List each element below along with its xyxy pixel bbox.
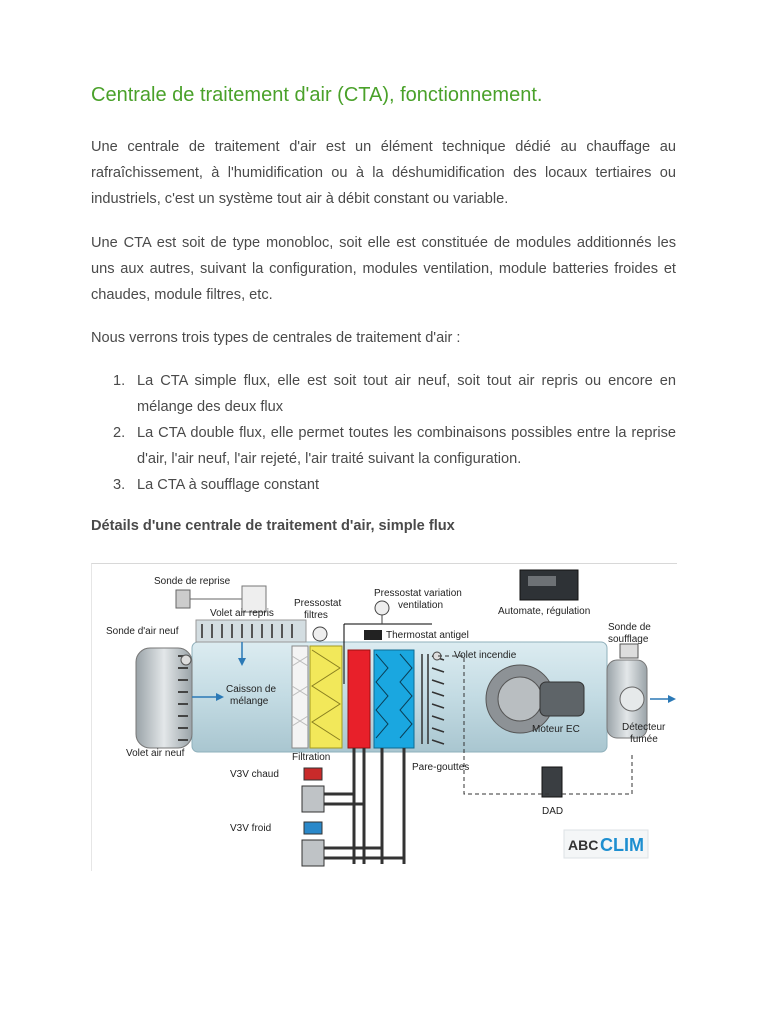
v3v-cold-valve-icon [303,821,323,835]
dad-box-icon [541,766,563,798]
mist-eliminator [421,654,429,744]
label-thermostat-antigel: Thermostat antigel [386,630,469,641]
label-sonde-soufflage-1: Sonde de [608,622,651,633]
label-detecteur-1: Détecteur [622,722,666,733]
label-moteur: Moteur EC [532,724,580,735]
section-heading: Détails d'une centrale de traitement d'a… [91,518,455,534]
list-number: 1. [113,373,126,389]
label-volet-air-neuf: Volet air neuf [126,748,185,759]
label-caisson-1: Caisson de [226,684,276,695]
label-pare-gouttes: Pare-gouttes [412,762,469,773]
list-number: 2. [113,425,126,441]
pressostat-ventilation-icon [374,600,390,616]
label-detecteur-2: fumée [630,734,658,745]
logo-abc-text: ABC [568,837,598,853]
label-v3v-froid: V3V froid [230,823,271,834]
label-pressostat-variation-1: Pressostat variation [374,588,462,599]
return-sensor-icon [175,589,191,609]
label-volet-incendie: Volet incendie [454,650,517,661]
label-sonde-soufflage-2: soufflage [608,634,649,645]
hot-coil [347,649,371,749]
cold-coil [373,649,415,749]
modules-paragraph: Une CTA est soit de type monobloc, soit … [91,235,676,303]
antifreeze-thermostat-icon [364,630,382,640]
label-volet-air-repris: Volet air repris [210,608,274,619]
label-sonde-reprise: Sonde de reprise [154,576,231,587]
label-automate: Automate, régulation [498,606,590,617]
airflow-arrow-out [668,695,676,703]
logo-clim-text: CLIM [600,835,644,855]
label-pressostat-filtres-2: filtres [304,610,328,621]
pressostat-filters-icon [312,626,328,642]
fresh-air-sensor-icon [180,654,192,666]
cta-types-list: 1. La CTA simple flux, elle est soit tout… [91,368,676,498]
types-intro-paragraph: Nous verrons trois types de centrales de… [91,330,461,346]
label-pressostat-filtres-1: Pressostat [294,598,341,609]
bag-filter [309,645,343,749]
list-item: 3. La CTA à soufflage constant [91,472,676,498]
cta-diagram: Sonde de reprise Volet air repris Presso… [91,563,677,871]
page-title: Centrale de traitement d'air (CTA), fonc… [91,84,543,106]
airflow-arrow-return [238,658,246,666]
return-air-damper-blades [201,624,293,638]
label-sonde-air-neuf: Sonde d'air neuf [106,626,179,637]
label-caisson-2: mélange [230,696,269,707]
list-item: 2. La CTA double flux, elle permet toutes… [91,420,676,472]
label-dad: DAD [542,806,563,817]
v3v-hot-valve-icon [303,767,323,781]
list-text: La CTA à soufflage constant [137,477,320,493]
abcclim-logo: ABC CLIM [563,829,649,859]
pre-filter [291,645,309,749]
fresh-air-duct [135,647,193,749]
list-number: 3. [113,477,126,493]
list-item: 1. La CTA simple flux, elle est soit tout… [91,368,676,420]
airflow-arrow-in [216,693,224,701]
ec-motor-icon [539,681,585,717]
return-sensor-probe [241,585,267,613]
label-filtration: Filtration [292,752,330,763]
label-pressostat-variation-2: ventilation [398,600,443,611]
list-text: La CTA simple flux, elle est soit tout a… [137,373,676,415]
list-text: La CTA double flux, elle permet toutes l… [137,425,676,467]
supply-sensor-icon [619,643,639,659]
label-v3v-chaud: V3V chaud [230,769,279,780]
intro-paragraph: Une centrale de traitement d'air est un … [91,139,676,207]
